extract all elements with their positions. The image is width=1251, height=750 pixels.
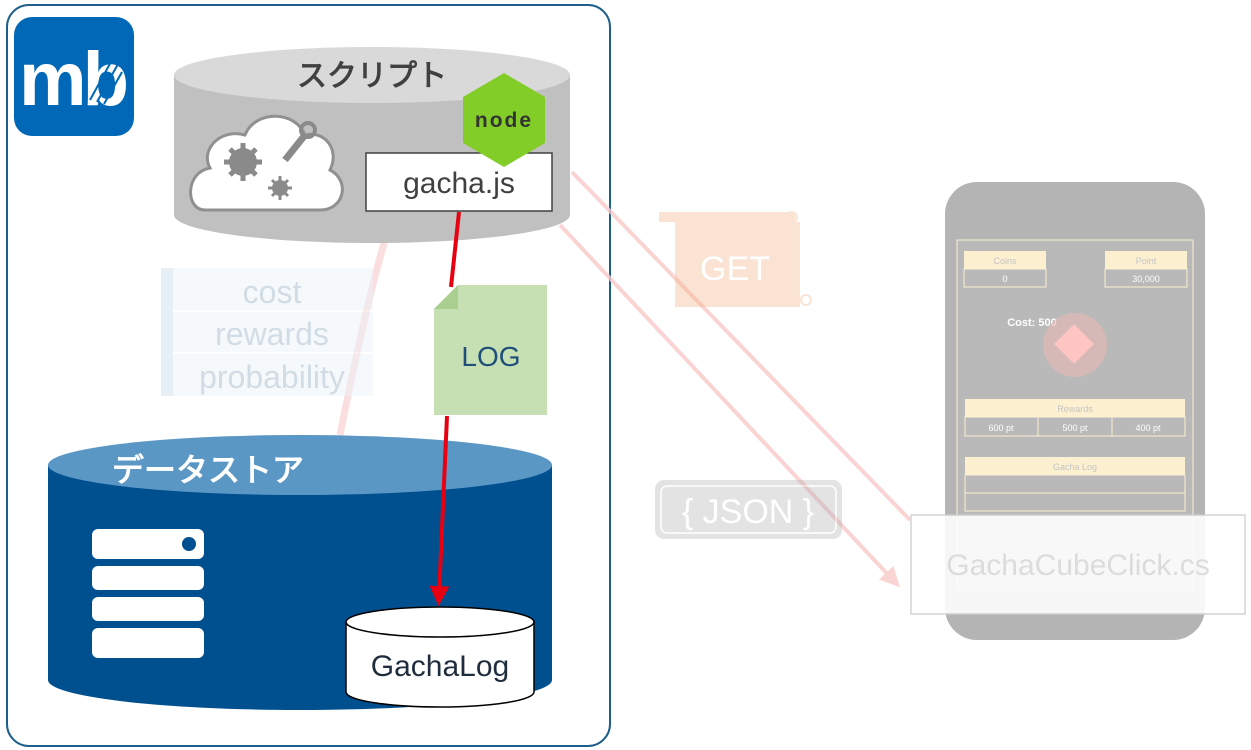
node-badge: node <box>475 109 533 132</box>
gachalog-collection: GachaLog <box>345 606 535 708</box>
server-to-client-arrow-1 <box>570 170 912 522</box>
phone-log-header: Gacha Log <box>1053 462 1097 472</box>
mb-logo: mb <box>14 17 134 136</box>
client-file-box <box>910 514 1246 615</box>
param-cost: cost <box>243 274 302 310</box>
param-rewards: rewards <box>215 316 329 352</box>
phone-left-value: 0 <box>1002 274 1007 284</box>
log-label: LOG <box>461 341 520 372</box>
script-title: スクリプト <box>297 59 447 94</box>
phone-reward-3: 400 pt <box>1135 423 1161 433</box>
cloud-gears-icon <box>189 114 344 212</box>
json-badge: { JSON } <box>655 480 842 539</box>
server-icon <box>92 529 204 658</box>
json-label: { JSON } <box>682 493 814 531</box>
params-table: cost rewards probability <box>161 268 373 396</box>
phone-right-value: 30,000 <box>1132 274 1160 284</box>
gachalog-label: GachaLog <box>371 650 509 683</box>
phone-reward-1: 600 pt <box>988 423 1014 433</box>
param-probability: probability <box>199 359 345 395</box>
log-to-gachalog-arrow <box>429 415 450 606</box>
phone-right-header: Point <box>1136 256 1157 266</box>
gacha-js-box <box>365 152 553 212</box>
client-file-label: GachaCubeClick.cs <box>946 549 1209 582</box>
logo-text: mb <box>19 37 127 122</box>
get-scroll: GET <box>659 211 812 307</box>
script-to-log-arrow <box>449 211 461 288</box>
node-icon: node <box>463 73 545 167</box>
phone-reward-2: 500 pt <box>1062 423 1088 433</box>
phone-cost-text: Cost: 500 <box>1007 317 1057 329</box>
log-document: LOG <box>434 285 547 415</box>
server-to-client-arrow-2 <box>558 223 900 588</box>
get-label: GET <box>700 250 770 288</box>
datastore-title: データストア <box>112 451 304 489</box>
gacha-js-label: gacha.js <box>403 167 515 200</box>
params-arc <box>336 238 389 436</box>
phone-rewards-header: Rewards <box>1057 404 1093 414</box>
phone-left-header: Coins <box>993 256 1017 266</box>
